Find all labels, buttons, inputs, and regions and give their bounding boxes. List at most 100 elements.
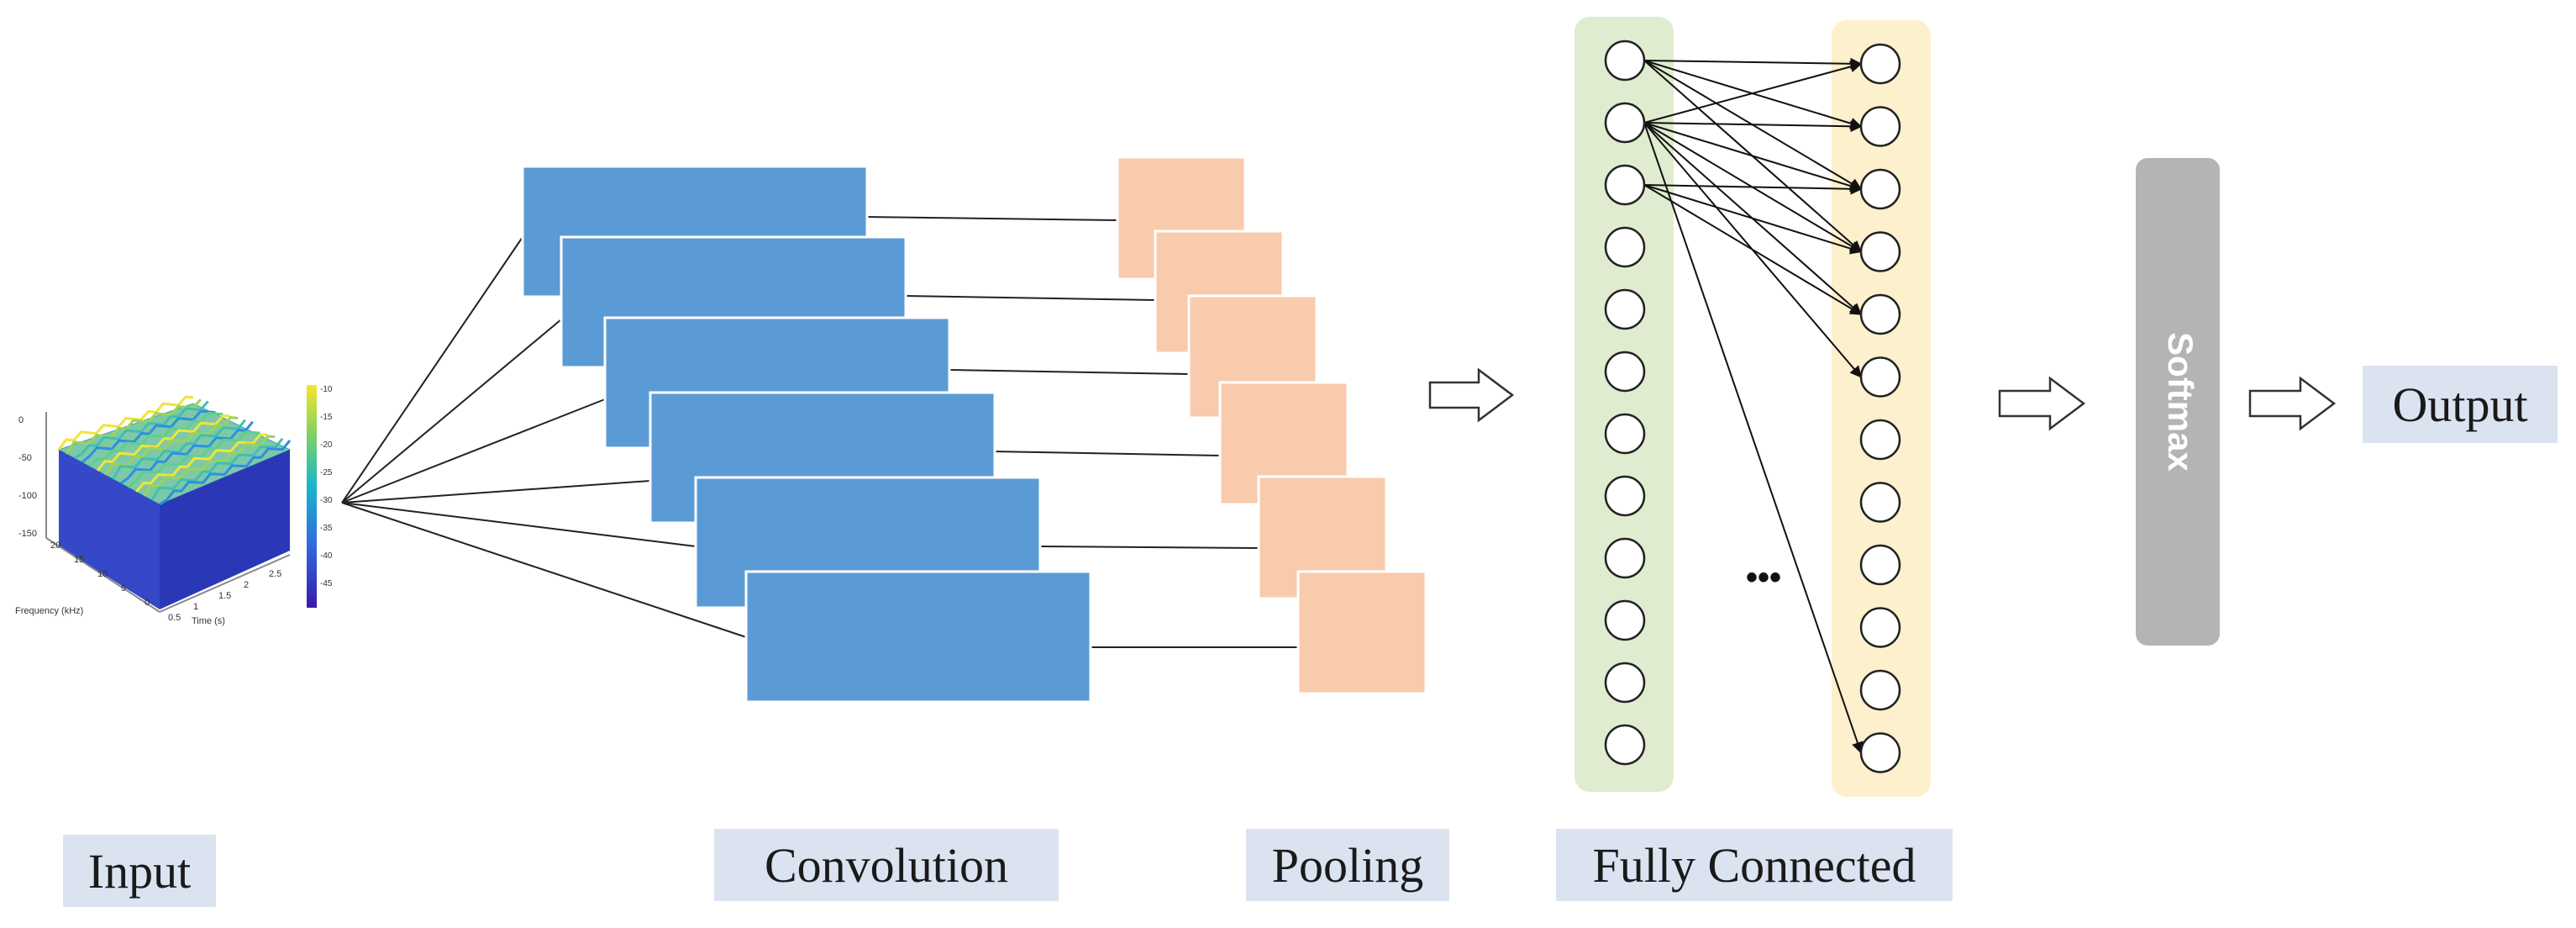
spectrogram-left-face (59, 450, 160, 609)
fc-edge (1643, 120, 1863, 133)
input-spectrogram: 0 -50 -100 -150 20 15 10 5 0 0.5 1 1.5 2 2.5 Freque… (15, 385, 333, 626)
spectrogram-ridge (150, 437, 284, 501)
softmax-label: Softmax (2161, 332, 2200, 472)
spectrogram-ridge (112, 419, 247, 480)
colorbar-tick: -20 (320, 440, 333, 450)
spectrogram-frequency-ticks: 20 15 10 5 0 (50, 540, 150, 608)
ellipsis: ••• (1746, 559, 1781, 596)
spectrogram-frequency-tick: 0 (145, 598, 150, 608)
spectrogram-time-label: Time (s) (192, 616, 225, 626)
spectrogram-frequency-tick: 15 (74, 555, 84, 565)
spectrogram-colorbar-ticks: -10-15-20-25-30-35-40-45 (320, 385, 333, 588)
fc-layer-1-neuron (1604, 724, 1646, 766)
fc-layer-2-neuron (1859, 168, 1901, 210)
spectrogram-time-tick: 0.5 (168, 613, 181, 623)
input-label: Input (63, 835, 216, 907)
spectrogram-frequency-tick: 10 (97, 569, 108, 579)
fc-edge (1643, 122, 1864, 754)
spectrogram-right-face (160, 450, 290, 609)
spectrogram-ridge (88, 411, 223, 468)
fc-edge (1643, 182, 1863, 195)
colorbar-tick: -40 (320, 551, 333, 561)
fc-layer-1-neuron (1604, 537, 1646, 579)
spectrogram-colorbar (307, 385, 317, 608)
fc-layer-1-neuron (1604, 413, 1646, 455)
fc-layer-1-neuron (1604, 475, 1646, 517)
input-to-convolution-lines (341, 236, 747, 638)
fc-layer-1-neuron (1604, 351, 1646, 393)
spectrogram-frequency-label: Frequency (kHz) (15, 606, 83, 616)
spectrogram-y-tick: -100 (18, 491, 37, 501)
spectrogram-time-tick: 1.5 (218, 591, 231, 601)
colorbar-tick: -30 (320, 496, 333, 505)
spectrogram-ridge (57, 395, 194, 451)
spectrogram-y-tick: -50 (18, 453, 32, 463)
fc-edge (1643, 61, 1863, 124)
arrow-right-icon (1428, 367, 1515, 423)
colorbar-tick: -15 (320, 413, 333, 422)
fc-layer-1-neuron (1604, 102, 1646, 144)
fully-connected-neurons (1604, 40, 1901, 773)
spectrogram-ridge (128, 430, 260, 489)
spectrogram-frequency-tick: 5 (121, 583, 126, 593)
fc-layer-2-neuron (1859, 482, 1901, 523)
flow-arrows (1428, 367, 2337, 431)
fc-layer-1-background (1575, 17, 1674, 792)
spectrogram-frequency-tick: 20 (50, 540, 60, 551)
spectrogram-y-tick: 0 (18, 415, 24, 425)
fc-layer-2-background (1832, 20, 1931, 797)
spectrogram-y-tick: -150 (18, 529, 37, 539)
spectrogram-time-tick: 2.5 (269, 569, 281, 579)
fc-layer-1-neuron (1604, 164, 1646, 206)
fc-layer-2-neuron (1859, 231, 1901, 272)
arrow-right-icon (2248, 376, 2337, 431)
softmax-block: Softmax (2136, 158, 2220, 646)
fc-layer-2-neuron (1859, 419, 1901, 461)
output-label: Output (2363, 366, 2558, 443)
pooling-feature-maps (1116, 156, 1427, 695)
fc-edge (1643, 184, 1863, 255)
fc-edge (1643, 122, 1863, 192)
conv-map (744, 570, 1092, 704)
fc-layer-2-neuron (1859, 732, 1901, 773)
fc-layer-2-neuron (1859, 607, 1901, 648)
arrow-right-icon (1998, 376, 2086, 431)
fc-layer-1-neuron (1604, 288, 1646, 330)
convolution-feature-maps (521, 165, 1092, 704)
spectrogram-ridge (143, 435, 276, 497)
fc-layer-1-neuron (1604, 226, 1646, 268)
spectrogram-time-ticks: 0.5 1 1.5 2 2.5 (168, 569, 281, 623)
fc-layer-1-neuron (1604, 40, 1646, 82)
spectrogram-ridge (73, 400, 209, 460)
pooling-label: Pooling (1246, 829, 1449, 901)
convolution-label: Convolution (714, 829, 1059, 901)
spectrogram-ridges (57, 395, 292, 506)
fc-layer-2-neuron (1859, 669, 1901, 711)
fc-layer-2-neuron (1859, 356, 1901, 398)
fc-edge (1643, 57, 1863, 70)
colorbar-tick: -35 (320, 524, 333, 533)
spectrogram-ridge (119, 420, 254, 485)
spectrogram-ridge (96, 414, 231, 472)
colorbar-tick: -10 (320, 385, 333, 394)
fully-connected-label: Fully Connected (1556, 829, 1953, 901)
colorbar-tick: -25 (320, 468, 333, 477)
spectrogram-ridge (81, 409, 216, 464)
spectrogram-axis (45, 537, 160, 613)
spectrogram-time-tick: 1 (193, 602, 198, 612)
spectrogram-ridge (65, 398, 202, 455)
fc-layer-1-neuron (1604, 662, 1646, 704)
fc-edge (1643, 184, 1863, 315)
fc-layer-2-neuron (1859, 43, 1901, 85)
spectrogram-time-tick: 2 (244, 580, 249, 590)
fc-layer-2-neuron (1859, 544, 1901, 586)
fully-connected-edges (1643, 57, 1864, 754)
fc-layer-2-neuron (1859, 106, 1901, 147)
fc-layer-2-neuron (1859, 293, 1901, 335)
fc-layer-1-neuron (1604, 599, 1646, 641)
convolution-to-pooling-lines (865, 216, 1298, 648)
spectrogram-ridge (135, 433, 268, 493)
spectrogram-axis (159, 554, 291, 613)
spectrogram-ridge (159, 440, 292, 506)
